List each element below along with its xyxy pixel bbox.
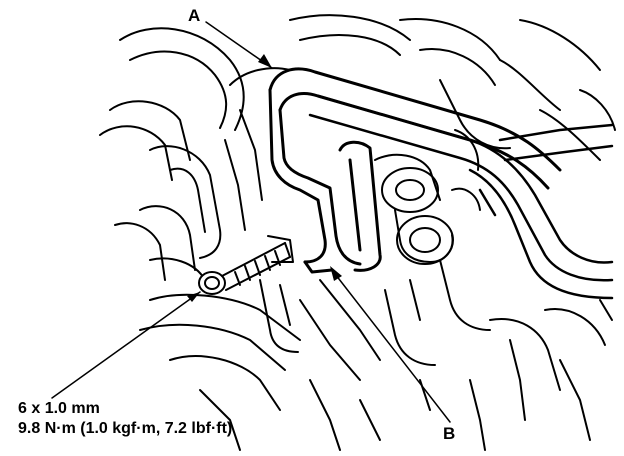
leader-line-bolt [51, 291, 201, 399]
torque-spec-text: 9.8 N·m (1.0 kgf·m, 7.2 lbf·ft) [18, 420, 233, 437]
arrowhead-b [330, 266, 342, 281]
arrowhead-a [258, 54, 272, 68]
callout-label-a: A [188, 6, 201, 25]
leader-arrowheads [187, 54, 342, 302]
bolt-size-text: 6 x 1.0 mm [18, 400, 100, 417]
long-pipe [308, 94, 614, 300]
bracket-b [268, 67, 562, 274]
bolt [198, 235, 294, 295]
upper-left-hoses [99, 27, 291, 281]
leader-lines [51, 21, 451, 423]
leader-line-b [331, 269, 451, 423]
arrowhead-bolt [187, 292, 200, 302]
upper-right-components [289, 14, 616, 171]
fastener-spec: 6 x 1.0 mm 9.8 N·m (1.0 kgf·m, 7.2 lbf·f… [18, 399, 232, 439]
middle-components [374, 153, 491, 366]
callout-label-b: B [443, 424, 456, 443]
